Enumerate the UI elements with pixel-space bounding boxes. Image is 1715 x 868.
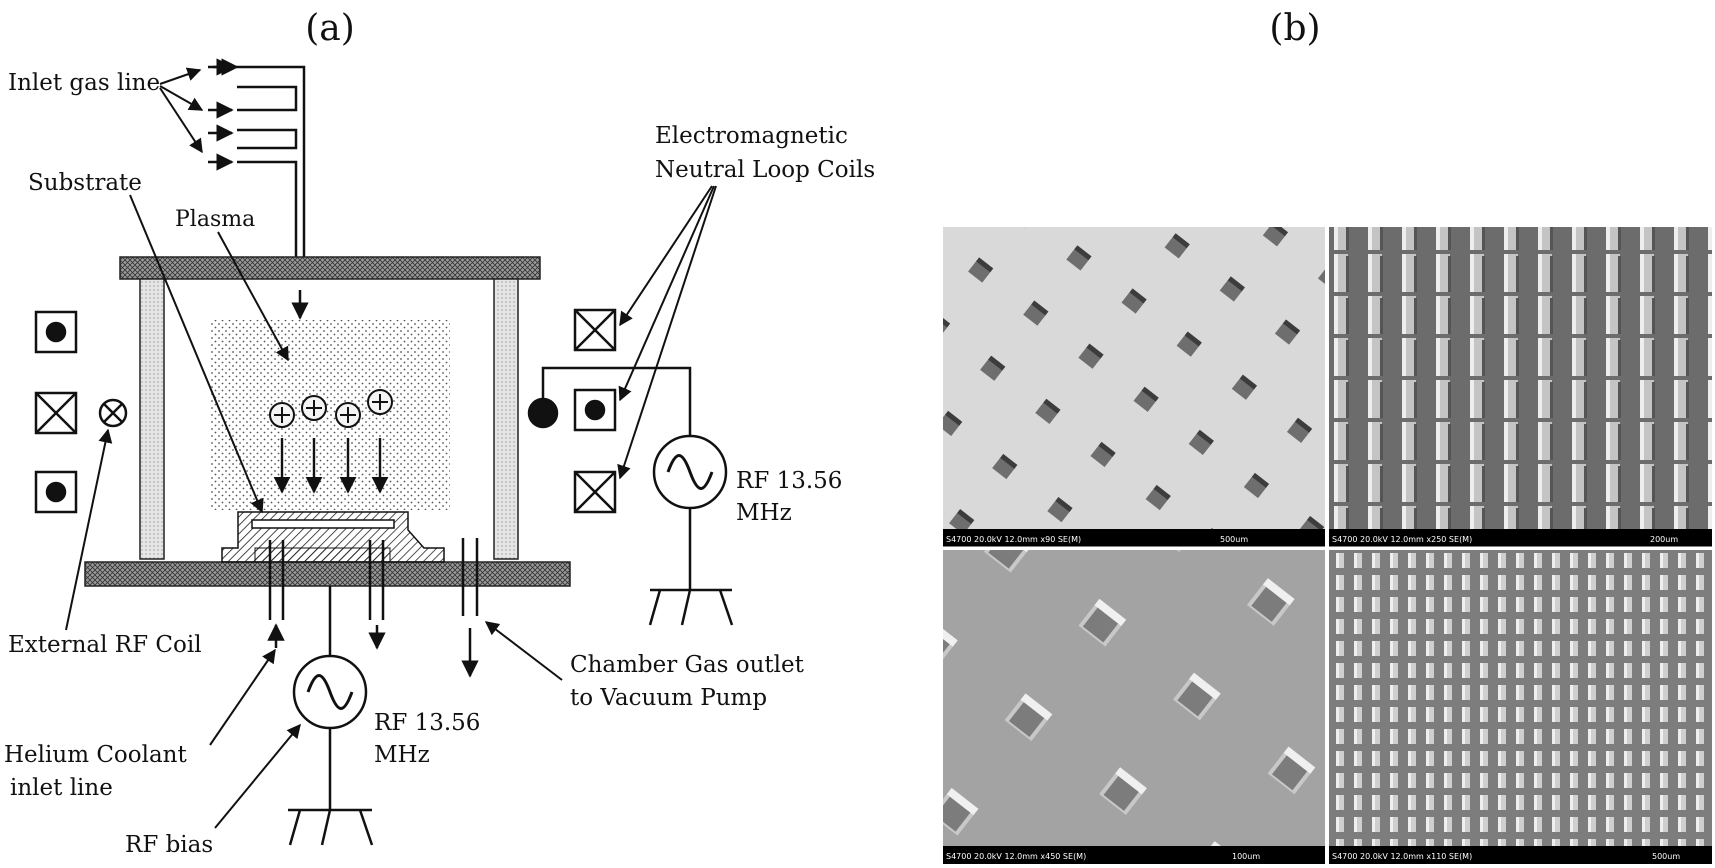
coil-dot-icon bbox=[573, 388, 617, 432]
coil-cross-icon bbox=[573, 470, 617, 514]
substrate-holder bbox=[221, 511, 445, 563]
ground-symbol-top bbox=[648, 508, 734, 626]
sem-scale-2: 200um bbox=[1650, 535, 1678, 544]
rf-top-line2: MHz bbox=[736, 500, 792, 526]
chamber-wall-right bbox=[493, 278, 519, 560]
panel-b-label: (b) bbox=[1269, 8, 1320, 49]
coil-cross-icon bbox=[573, 308, 617, 352]
sem-scale-1: 500um bbox=[1220, 535, 1248, 544]
neutral-loop-coils bbox=[573, 308, 617, 514]
panel-b: (b) S4700 20.0kV 12.0mm x90 SE(M) 500um … bbox=[943, 8, 1712, 864]
panel-a-label: (a) bbox=[305, 8, 355, 49]
current-into-page-icon bbox=[98, 398, 128, 428]
inlet-gas-leader-lines bbox=[159, 67, 204, 154]
chamber-wall-left bbox=[139, 278, 165, 560]
sem-scale-3: 100um bbox=[1232, 852, 1260, 861]
helium-line1: Helium Coolant bbox=[4, 742, 187, 768]
ground-symbol-bottom bbox=[288, 728, 374, 846]
coils-line1: Electromagnetic bbox=[655, 123, 848, 149]
rf-bottom-line2: MHz bbox=[374, 742, 430, 768]
rf-bias-label: RF bias bbox=[125, 832, 213, 858]
sem-image-2: S4700 20.0kV 12.0mm x250 SE(M) 200um bbox=[1329, 227, 1712, 547]
inlet-gas-pipes bbox=[208, 58, 309, 320]
helium-line2: inlet line bbox=[10, 775, 113, 801]
sem-caption-1: S4700 20.0kV 12.0mm x90 SE(M) bbox=[946, 535, 1081, 544]
ion-plus-icon bbox=[269, 402, 295, 428]
external-coil-left bbox=[34, 310, 128, 514]
sem-caption-2: S4700 20.0kV 12.0mm x250 SE(M) bbox=[1332, 535, 1472, 544]
coils-line2: Neutral Loop Coils bbox=[655, 157, 875, 183]
chamber-outlet-line2: to Vacuum Pump bbox=[570, 685, 767, 711]
sem-image-1: S4700 20.0kV 12.0mm x90 SE(M) 500um bbox=[943, 227, 1325, 547]
sem-image-3: S4700 20.0kV 12.0mm x450 SE(M) 100um bbox=[943, 550, 1325, 864]
coil-dot-icon bbox=[34, 470, 78, 514]
ion-plus-icon bbox=[335, 402, 361, 428]
ion-plus-icon bbox=[301, 395, 327, 421]
plasma-label: Plasma bbox=[175, 207, 255, 232]
ion-plus-icon bbox=[367, 389, 393, 415]
panel-a: (a) Inlet gas line Plasma bbox=[4, 8, 875, 858]
sem-caption-3: S4700 20.0kV 12.0mm x450 SE(M) bbox=[946, 852, 1086, 861]
helium-coolant-pipes bbox=[267, 538, 479, 678]
substrate-wafer bbox=[251, 519, 395, 529]
sem-caption-4: S4700 20.0kV 12.0mm x110 SE(M) bbox=[1332, 852, 1472, 861]
sem-scale-4: 500um bbox=[1652, 852, 1680, 861]
rf-top-line1: RF 13.56 bbox=[736, 468, 842, 494]
chamber-floor bbox=[84, 561, 571, 587]
coils-leader-lines bbox=[617, 185, 717, 480]
sem-image-4: S4700 20.0kV 12.0mm x110 SE(M) 500um bbox=[1329, 550, 1712, 864]
plasma-region bbox=[210, 320, 450, 510]
inlet-gas-line-label: Inlet gas line bbox=[8, 70, 160, 96]
substrate-label: Substrate bbox=[28, 170, 142, 196]
coil-dot-icon bbox=[34, 310, 78, 354]
external-rf-coil-label: External RF Coil bbox=[8, 632, 202, 658]
chamber-outlet-line1: Chamber Gas outlet bbox=[570, 652, 805, 678]
ion-flux-arrows bbox=[273, 438, 389, 494]
coil-cross-icon bbox=[34, 391, 78, 435]
coil-circuit bbox=[527, 366, 692, 435]
ions bbox=[269, 389, 393, 428]
rf-bottom-line1: RF 13.56 bbox=[374, 710, 480, 736]
chamber-lid bbox=[119, 256, 541, 280]
